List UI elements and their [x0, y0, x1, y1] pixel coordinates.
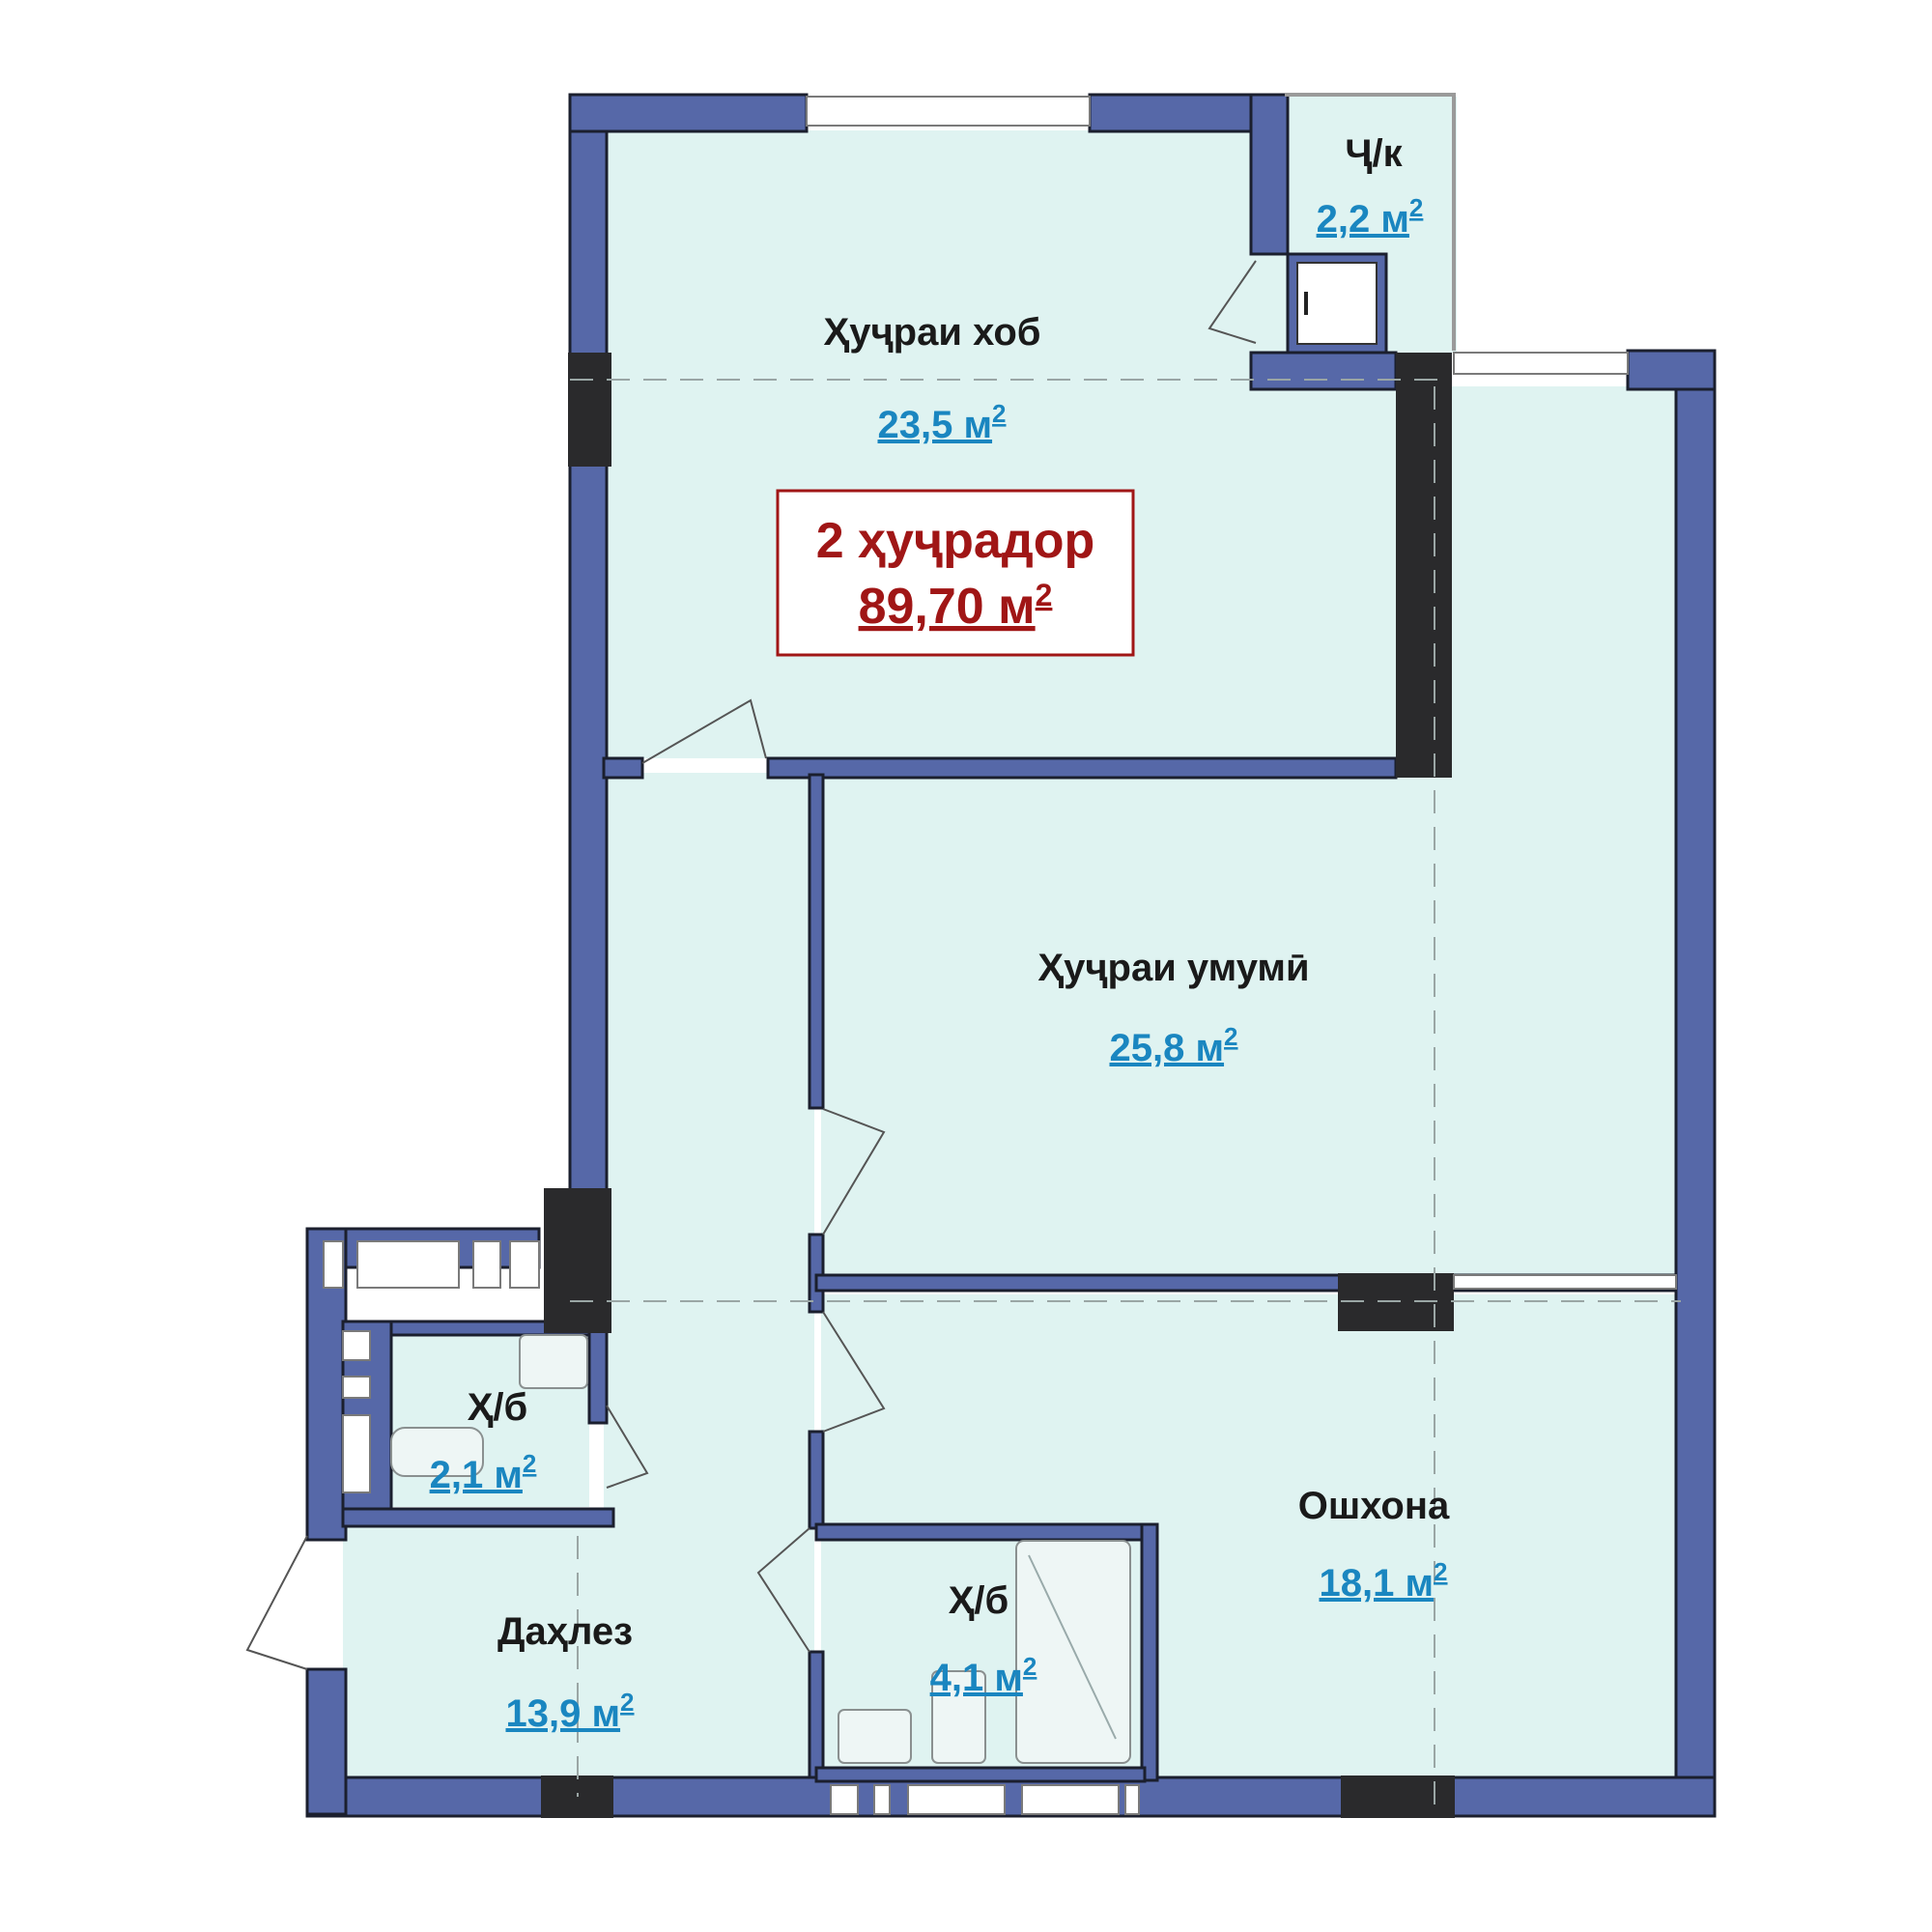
balcony-outline — [1285, 93, 1456, 351]
window-hall-left-4 — [323, 1240, 344, 1289]
toilet-small-icon — [390, 1427, 484, 1477]
door-entry — [245, 1535, 308, 1670]
wall-bath-small-right — [587, 1320, 609, 1425]
window-side-3 — [342, 1414, 371, 1493]
wall-right-outer — [1674, 349, 1717, 1806]
floor-hallway-entry[interactable] — [343, 1526, 807, 1802]
wall-left-upper — [568, 93, 609, 1335]
wall-corridor-living-upper — [808, 773, 825, 1110]
column-bedroom-left — [568, 353, 611, 467]
door-living — [822, 1108, 886, 1236]
window-bottom-5 — [1124, 1784, 1140, 1815]
room-name-bath-large: Ҳ/б — [949, 1579, 1009, 1622]
title-frame — [776, 489, 1135, 657]
wall-bath-large-right — [1140, 1522, 1159, 1782]
room-area-hallway: 13,9 м2 — [505, 1688, 634, 1735]
toilet-icon — [931, 1670, 986, 1764]
room-name-living: Ҳуҷраи умумӣ — [1037, 947, 1309, 989]
wall-bath-small-bottom — [341, 1507, 615, 1528]
door-bath-small — [606, 1405, 649, 1489]
room-area-bedroom: 23,5 м2 — [877, 399, 1006, 446]
door-balcony — [1208, 260, 1257, 344]
window-bottom-1 — [830, 1784, 859, 1815]
room-name-hallway: Даҳлез — [497, 1610, 633, 1653]
wall-bedroom-bottom-right — [766, 756, 1398, 780]
room-area-bath-large: 4,1 м2 — [930, 1652, 1037, 1699]
window-hall-left-3 — [509, 1240, 540, 1289]
window-side-1 — [342, 1330, 371, 1361]
room-name-bedroom: Ҳуҷраи хоб — [824, 311, 1041, 354]
door-bath-large — [756, 1527, 810, 1653]
room-labels: Ҳуҷраи хоб 23,5 м2 Ҷ/к 2,2 м2 Ҳуҷраи уму… — [430, 132, 1450, 1735]
sink-icon — [838, 1709, 912, 1764]
balcony-door — [1286, 252, 1388, 355]
wall-top-bedroom-left — [568, 93, 809, 133]
door-bedroom — [641, 698, 767, 764]
apartment-title: 2 ҳуҷрадор — [816, 513, 1095, 569]
window-side-2 — [342, 1376, 371, 1399]
dashed-lines — [570, 379, 1681, 1806]
apartment-title-block: 2 ҳуҷрадор 89,70 м2 — [776, 489, 1135, 657]
window-hall-left-2 — [472, 1240, 501, 1289]
wall-corridor-bath — [808, 1650, 825, 1779]
wall-corridor-kitchen — [808, 1430, 825, 1530]
doors — [245, 260, 1257, 1670]
room-area-kitchen: 18,1 м2 — [1319, 1557, 1447, 1605]
column-hall-left — [544, 1188, 611, 1333]
window-bedroom — [806, 96, 1091, 127]
fixtures — [390, 1334, 1131, 1764]
room-name-balcony: Ҷ/к — [1345, 132, 1403, 175]
apartment-total-area: 89,70 м2 — [859, 578, 1053, 635]
columns — [541, 353, 1455, 1818]
wall-bath-large-bottom — [814, 1766, 1147, 1783]
room-area-balcony: 2,2 м2 — [1317, 193, 1424, 241]
window-bottom-2 — [873, 1784, 891, 1815]
wall-top-right — [1626, 349, 1717, 391]
window-bottom-3 — [907, 1784, 1006, 1815]
column-bedroom-right — [1396, 353, 1452, 778]
wall-bath-large-top — [814, 1522, 1147, 1542]
sink-small-icon — [519, 1334, 588, 1389]
room-area-living: 25,8 м2 — [1109, 1022, 1237, 1069]
wall-bedroom-balcony-low — [1249, 351, 1398, 391]
window-kitchen — [1453, 1274, 1677, 1290]
windows — [323, 96, 1677, 1815]
wall-bottom — [305, 1776, 1717, 1818]
wall-lower-left-bottom — [305, 1667, 348, 1816]
window-living — [1453, 352, 1629, 375]
room-name-kitchen: Ошхона — [1298, 1485, 1450, 1527]
room-name-bath-small: Ҳ/б — [468, 1386, 528, 1429]
window-hall-left — [356, 1240, 460, 1289]
wall-bedroom-balcony — [1249, 93, 1290, 256]
wall-corridor-living-mid — [808, 1233, 825, 1314]
column-bottom-right — [1341, 1776, 1455, 1818]
wall-bedroom-bottom-left — [602, 756, 644, 780]
room-area-bath-small: 2,1 м2 — [430, 1449, 537, 1496]
door-kitchen — [822, 1311, 886, 1433]
window-bottom-4 — [1021, 1784, 1120, 1815]
